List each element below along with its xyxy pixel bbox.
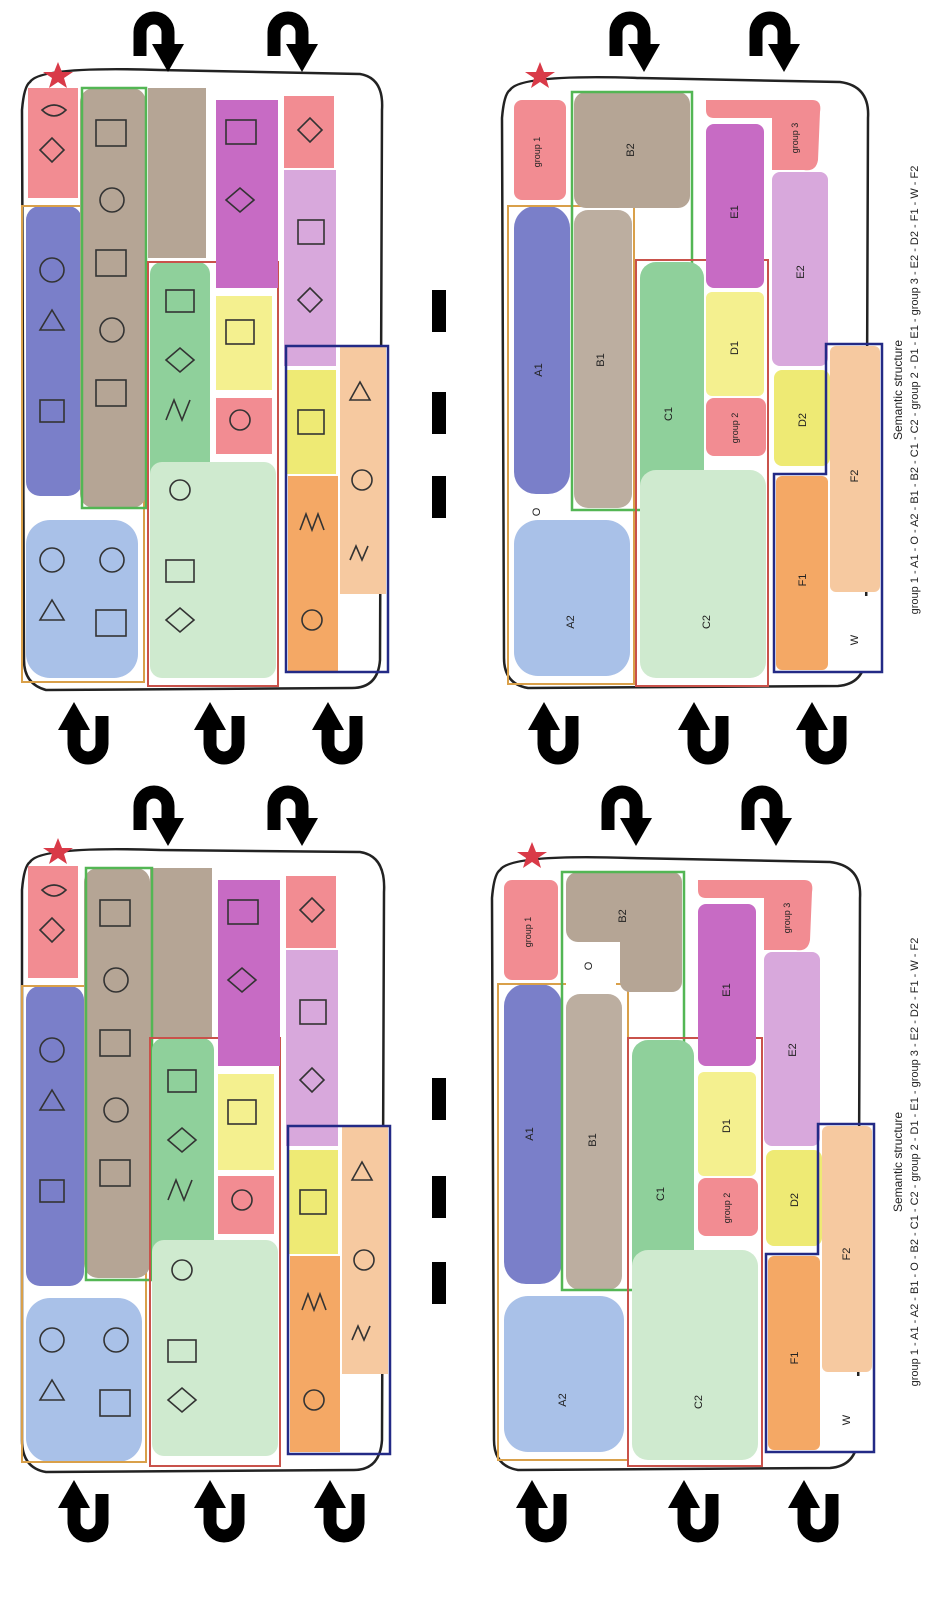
separator-dash [432,476,446,518]
u-turn-arrow-icon [748,792,792,846]
u-turn-arrow-icon [678,702,722,758]
region-f1 [776,476,828,670]
u-turn-arrow-icon [140,18,184,72]
label-d2: D2 [797,413,809,427]
u-turn-arrow-icon [796,702,840,758]
u-turn-arrow-icon [608,792,652,846]
sketch-b [80,88,146,508]
label-a1: A1 [533,363,545,376]
label-b1: B1 [587,1133,599,1146]
separator-dash [432,1078,446,1120]
label-f2: F2 [841,1248,853,1261]
separator-dash [432,1176,446,1218]
label-b1: B1 [595,353,607,366]
label-w: W [841,1414,853,1425]
label-f1: F1 [789,1352,801,1365]
label-c1: C1 [655,1187,667,1201]
label-c2: C2 [693,1395,705,1409]
caption-sequence-left: group 1 - A1 - A2 - B1 - O - B2 - C1 - C… [909,938,921,1387]
label-a2: A2 [565,615,577,628]
label-o: O [531,507,543,516]
label-d1: D1 [721,1119,733,1133]
label-d1: D1 [729,341,741,355]
label-e1: E1 [729,205,741,218]
u-turn-arrow-icon [140,792,184,846]
u-turn-arrow-icon [312,702,356,758]
label-group-3: group 3 [790,123,800,154]
label-a1: A1 [524,1127,536,1140]
region-c2 [640,470,766,678]
semantic-panel-left: group 1 A1 A2 O B1 B2 C1 C2 E1 D1 group … [492,857,921,1470]
region-w [830,596,880,672]
label-c2: C2 [701,615,713,629]
label-w: W [849,634,861,645]
label-a2: A2 [557,1393,569,1406]
separator-dash [432,290,446,332]
caption-title-left: Semantic structure [891,1112,905,1212]
u-turn-arrow-icon [528,702,572,758]
label-o: O [583,961,595,970]
label-f2: F2 [849,470,861,483]
label-c1: C1 [663,407,675,421]
sketch-tablet-top-left [22,849,390,1472]
label-group-1: group 1 [523,917,533,948]
label-e2: E2 [795,265,807,278]
u-turn-arrow-icon [516,1480,560,1536]
u-turn-arrow-icon [194,702,238,758]
semantic-panel-right: group 1 A1 O A2 B1 B2 C1 C2 E1 D1 group … [502,77,921,688]
label-d2: D2 [789,1193,801,1207]
sketch-c2 [150,462,276,678]
separator-dash [432,1262,446,1304]
label-group-2: group 2 [722,1193,732,1224]
sketch-a2 [26,520,138,678]
label-e1: E1 [721,983,733,996]
u-turn-arrow-icon [274,792,318,846]
region-f2 [830,346,880,592]
sketch-a1 [26,206,82,496]
label-group-2: group 2 [730,413,740,444]
u-turn-arrow-icon [58,702,102,758]
caption-sequence-right: group 1 - A1 - O - A2 - B1 - B2 - C1 - C… [909,166,921,615]
region-a2 [514,520,630,676]
label-e2: E2 [787,1043,799,1056]
u-turn-arrow-icon [58,1480,102,1536]
label-b2: B2 [617,909,629,922]
u-turn-arrow-icon [314,1480,358,1536]
label-f1: F1 [797,574,809,587]
u-turn-arrow-icon [668,1480,712,1536]
u-turn-arrow-icon [194,1480,238,1536]
u-turn-arrow-icon [274,18,318,72]
region-a1 [514,206,570,494]
label-group-1: group 1 [532,137,542,168]
label-b2: B2 [625,143,637,156]
label-group-3: group 3 [782,903,792,934]
u-turn-arrow-icon [788,1480,832,1536]
u-turn-arrow-icon [756,18,800,72]
separator-dash [432,392,446,434]
caption-title-right: Semantic structure [891,340,905,440]
u-turn-arrow-icon [616,18,660,72]
sketch-tablet-top-right [22,69,388,690]
